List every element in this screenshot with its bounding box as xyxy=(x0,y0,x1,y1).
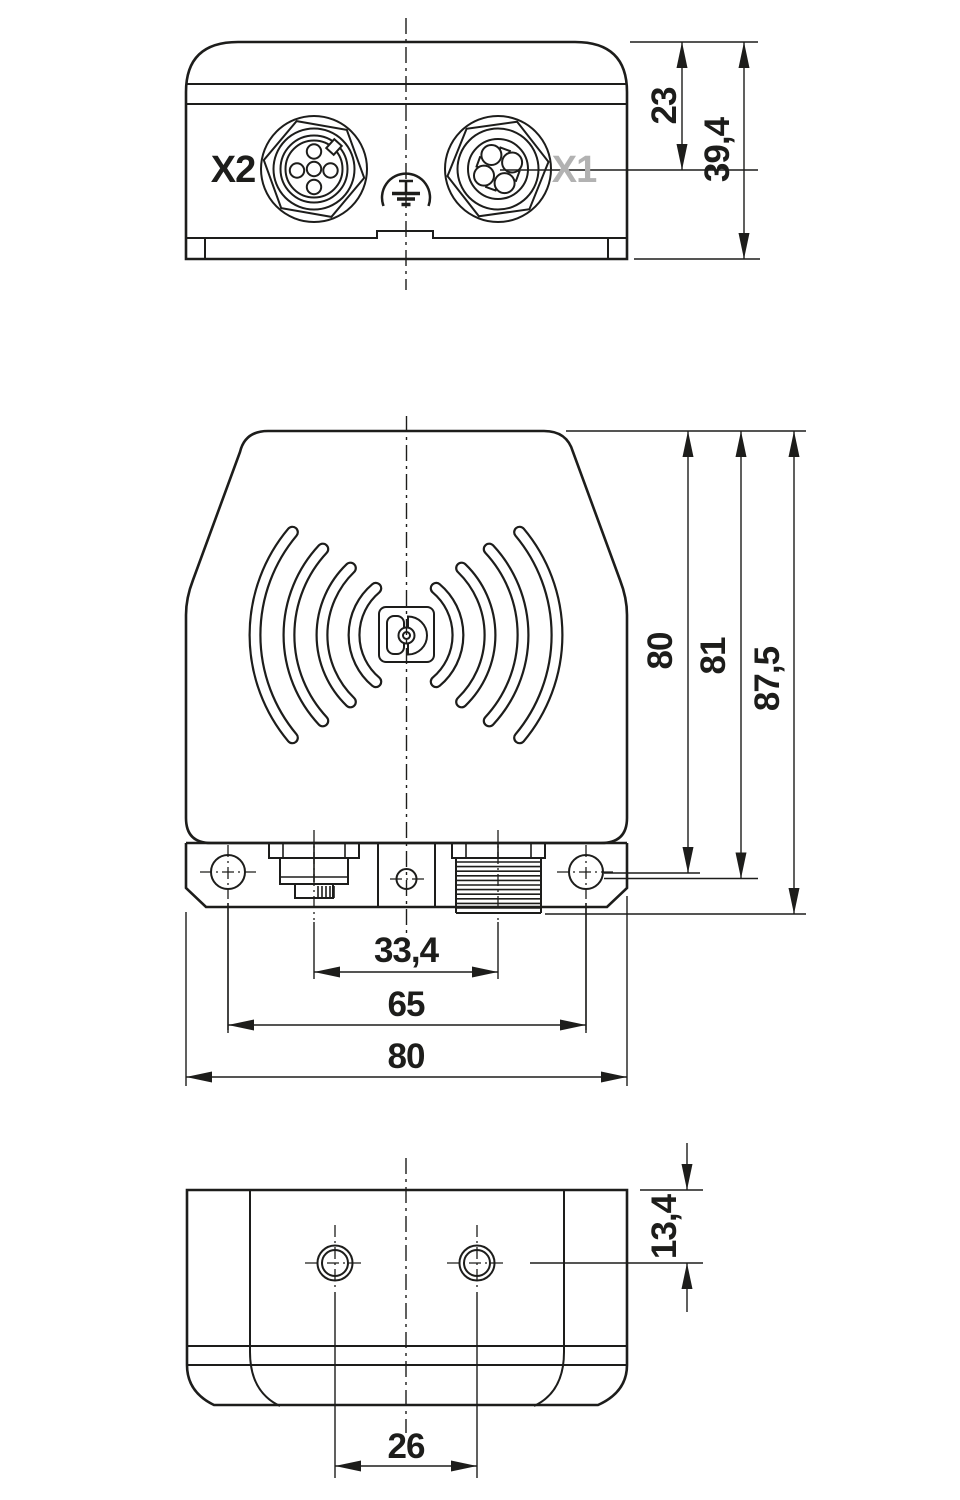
dim-label-65: 65 xyxy=(388,985,425,1024)
bottom-view-dimensions: 13,4 26 xyxy=(334,1143,703,1478)
wireless-waves-left-icon xyxy=(248,525,383,745)
dim-label-26: 26 xyxy=(388,1427,425,1466)
connector-x2-label: X2 xyxy=(211,149,255,191)
dim-label-87-5: 87,5 xyxy=(748,646,787,711)
dim-label-80h: 80 xyxy=(388,1037,425,1076)
m12-connector-female-icon xyxy=(260,115,368,223)
dim-label-33-4: 33,4 xyxy=(374,931,440,970)
connector-x2-front xyxy=(268,843,360,899)
flange-step-line xyxy=(186,230,627,239)
screw-hole-left xyxy=(305,1225,365,1290)
screw-hole-right xyxy=(447,1225,507,1290)
dim-label-80v: 80 xyxy=(641,632,680,669)
dim-label-39-4: 39,4 xyxy=(698,116,737,182)
top-view-dimensions: 23 39,4 xyxy=(500,41,760,260)
dim-label-23: 23 xyxy=(645,87,684,124)
top-view: 23 39,4 X2 X1 xyxy=(184,18,760,290)
bottom-view: 13,4 26 xyxy=(185,1143,703,1478)
front-view: 80 81 87,5 33,4 65 80 xyxy=(184,416,806,1086)
m12-connector-d-coded-icon xyxy=(444,115,552,223)
hex-nut xyxy=(262,120,366,218)
flange-outline xyxy=(184,843,629,909)
center-mount-lines xyxy=(377,843,436,907)
hex-nut xyxy=(446,120,550,218)
inner-edge-right xyxy=(533,1190,565,1407)
key-notch xyxy=(324,137,344,157)
connector-x1-label: X1 xyxy=(552,149,597,191)
dim-label-81: 81 xyxy=(694,637,733,674)
front-view-vertical-dimensions: 80 81 87,5 xyxy=(545,430,806,915)
wireless-waves-right-icon xyxy=(429,525,564,745)
inner-edge-left xyxy=(249,1190,281,1407)
bottom-view-outline xyxy=(185,1188,629,1407)
dim-label-13-4: 13,4 xyxy=(645,1193,684,1259)
